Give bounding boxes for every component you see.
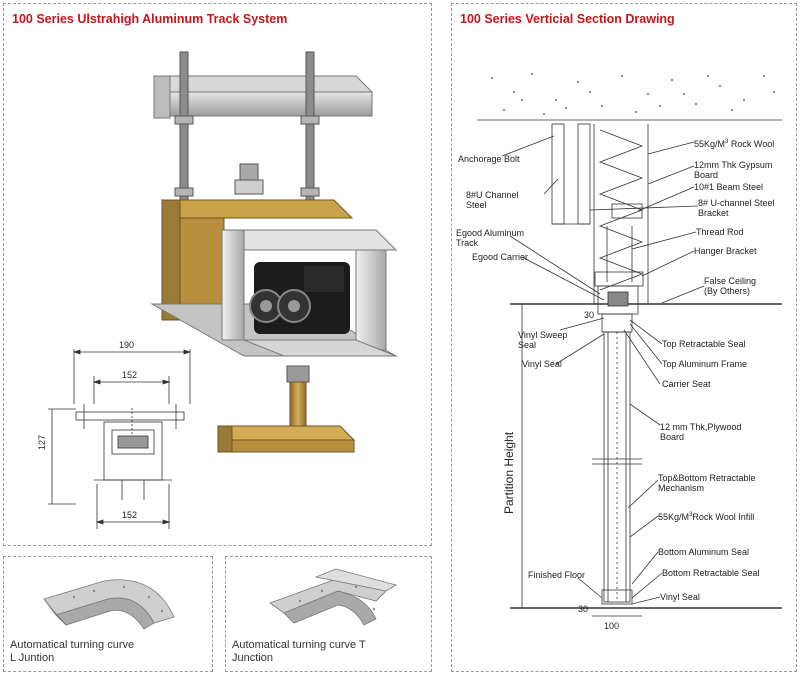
label-beam-steel: 10#1 Beam Steel [694,182,764,192]
label-egood-carrier: Egood Carrier [472,252,529,262]
label-rock-wool-infill: 55Kg/M3Rock Wool Infill [658,512,755,522]
rock-wool-cavity [593,124,649,304]
dim-top-width: 190 [119,340,135,350]
label-anchorage-bolt: Anchorage Bolt [458,154,520,164]
beam-steel [611,203,643,219]
dim-30-top: 30 [584,310,595,320]
label-vinyl-seal-bottom: Vinyl Seal [660,592,700,602]
track-system-illustration [48,51,398,529]
rod-nuts [174,115,320,197]
brass-bracket [160,199,354,321]
label-top-retractable-seal: Top Retractable Seal [662,339,746,349]
section-drawing-panel: 100 Series Verticial Section Drawing [451,3,797,672]
label-top-aluminum-frame: Top Aluminum Frame [662,359,748,369]
track-cross-section-drawing [48,349,192,529]
section-drawing [477,73,782,617]
label-rock-wool: 55Kg/M3 Rock Wool [694,139,775,149]
label-false-ceiling: False Ceiling(By Others) [704,276,757,296]
dim-30-bottom: 30 [578,604,589,614]
label-vinyl-seal: Vinyl Seal [522,359,562,369]
dim-bottom-width: 152 [122,510,138,520]
label-bottom-retractable-seal: Bottom Retractable Seal [662,568,760,578]
leader-lines [501,135,705,605]
label-hanger-bracket: Hanger Bracket [694,246,757,256]
bottom-aluminum-seal [601,589,633,605]
top-cross-bar [152,75,374,119]
label-bottom-aluminum-seal: Bottom Aluminum Seal [658,547,750,557]
top-aluminum-frame [601,313,633,333]
label-finished-floor: Finished Floor [528,570,586,580]
hanger-post [216,365,356,453]
concrete-slab [477,73,782,121]
track-system-panel: 100 Series Ulstrahigh Aluminum Track Sys… [3,3,432,546]
carrier-rollers [249,262,350,334]
label-partition-height: Partition Height [502,431,516,514]
dim-height: 127 [37,434,47,450]
l-junction-illustration [43,579,175,630]
partition-panel [592,331,642,603]
t-junction-illustration [269,568,398,626]
dim-inner-width: 152 [122,370,138,380]
u-channel-steel [551,123,591,225]
dim-100: 100 [604,621,620,631]
label-thread-rod: Thread Rod [696,227,744,237]
label-carrier-seat: Carrier Seat [662,379,711,389]
track-system-title: 100 Series Ulstrahigh Aluminum Track Sys… [12,12,288,26]
center-bolt [239,163,259,181]
hanger-bracket [594,271,644,287]
section-drawing-title: 100 Series Verticial Section Drawing [460,12,675,26]
